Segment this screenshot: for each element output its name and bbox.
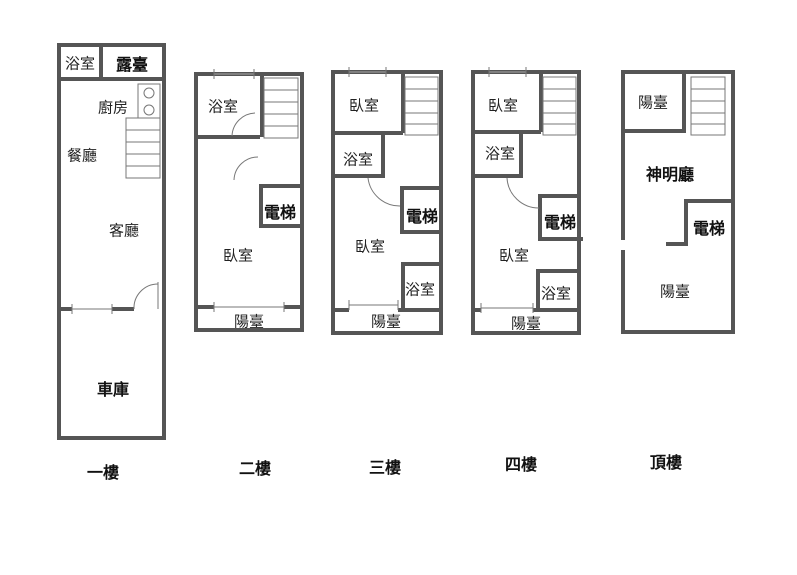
floor-title: 四樓: [504, 455, 538, 474]
room-label: 浴室: [404, 280, 436, 299]
floor-title: 一樓: [86, 463, 120, 482]
room-label: 車庫: [96, 380, 130, 399]
room-label: 臥室: [348, 96, 380, 115]
room-label: 陽臺: [637, 93, 669, 112]
floor-title: 頂樓: [649, 453, 683, 472]
room-label: 電梯: [405, 207, 439, 226]
room-label: 電梯: [543, 213, 577, 232]
floor-title: 三樓: [368, 458, 402, 477]
room-label: 浴室: [342, 150, 374, 169]
room-label: 餐廳: [66, 146, 98, 165]
room-label: 陽臺: [659, 282, 691, 301]
room-label: 臥室: [498, 246, 530, 265]
room-label: 神明廳: [645, 165, 695, 184]
room-label: 臥室: [354, 237, 386, 256]
roof-walls: [621, 70, 735, 334]
room-label: 浴室: [64, 54, 96, 73]
room-label: 陽臺: [510, 314, 542, 333]
floor-3-walls: [331, 70, 443, 335]
room-label: 浴室: [484, 144, 516, 163]
room-label: 電梯: [263, 203, 297, 222]
room-label: 臥室: [222, 246, 254, 265]
room-label: 浴室: [540, 284, 572, 303]
room-label: 電梯: [692, 219, 726, 238]
floor-4-walls: [471, 70, 583, 335]
room-label: 浴室: [207, 97, 239, 116]
room-label: 臥室: [487, 96, 519, 115]
floor-1-walls: [57, 43, 166, 440]
room-label: 廚房: [97, 98, 129, 117]
room-label: 露臺: [115, 55, 149, 74]
room-label: 陽臺: [233, 312, 265, 331]
floor-2-walls: [194, 72, 304, 332]
room-label: 陽臺: [370, 312, 402, 331]
floor-title: 二樓: [238, 459, 272, 478]
room-label: 客廳: [108, 221, 140, 240]
